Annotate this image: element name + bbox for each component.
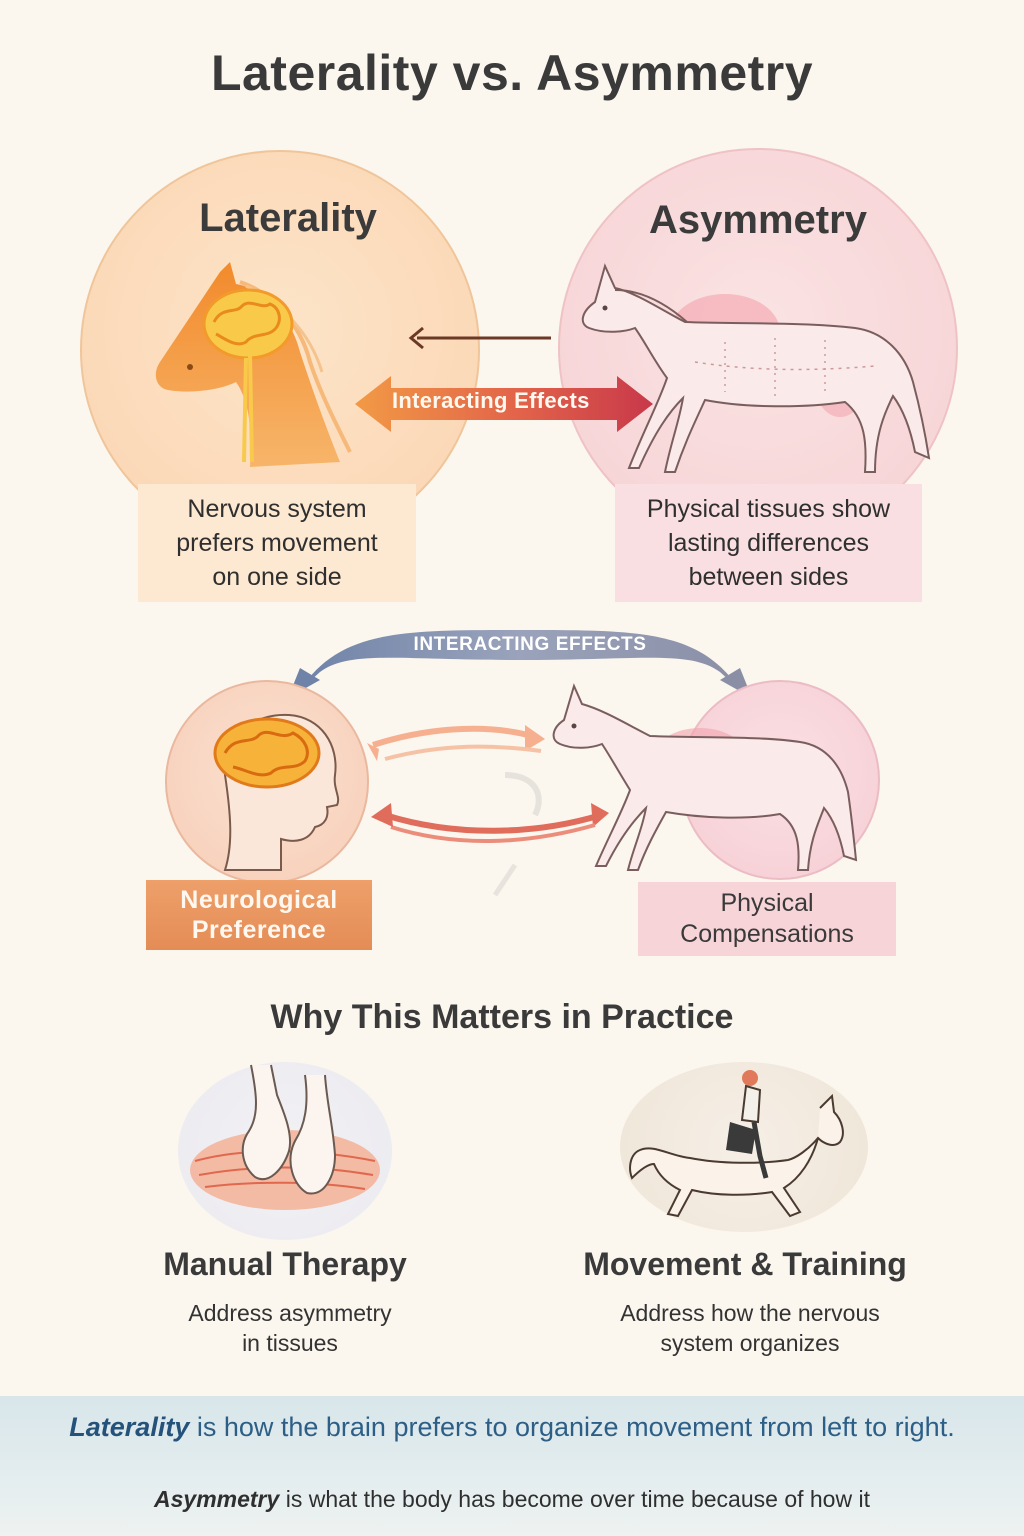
hands-massage-icon bbox=[190, 1064, 380, 1210]
laterality-desc-line: prefers movement bbox=[176, 529, 378, 557]
footer-band bbox=[0, 1396, 1024, 1536]
card-desc-line: Address asymmetry bbox=[188, 1300, 392, 1326]
asymmetry-desc-line: between sides bbox=[688, 563, 849, 591]
asymmetry-description: Physical tissues show lasting difference… bbox=[615, 484, 922, 602]
footer-text: is what the body has become over time be… bbox=[279, 1486, 870, 1512]
laterality-desc-line: Nervous system bbox=[187, 495, 367, 523]
footer-line-laterality: Laterality is how the brain prefers to o… bbox=[60, 1410, 964, 1444]
interacting-effects-label: Interacting Effects bbox=[392, 388, 590, 413]
tag-line: Preference bbox=[191, 916, 327, 944]
laterality-heading: Laterality bbox=[199, 196, 377, 240]
training-desc: Address how the nervous system organizes bbox=[585, 1298, 915, 1358]
asymmetry-desc-line: lasting differences bbox=[667, 529, 870, 557]
card-desc-line: system organizes bbox=[660, 1330, 840, 1356]
training-title: Movement & Training bbox=[583, 1246, 907, 1282]
tag-line: Physical bbox=[720, 889, 814, 917]
card-desc-line: Address how the nervous bbox=[620, 1300, 880, 1326]
page-title: Laterality vs. Asymmetry bbox=[210, 45, 814, 101]
manual-therapy-desc: Address asymmetry in tissues bbox=[130, 1298, 450, 1358]
tag-line: Compensations bbox=[680, 920, 854, 948]
asymmetry-desc-line: Physical tissues show bbox=[646, 495, 891, 523]
neurological-preference-tag: Neurological Preference bbox=[146, 880, 372, 950]
footer-line-asymmetry: Asymmetry is what the body has become ov… bbox=[0, 1486, 1024, 1513]
footer-text: is how the brain prefers to organize mov… bbox=[189, 1412, 955, 1442]
horse-rider-icon bbox=[629, 1070, 844, 1218]
footer-term-asymmetry: Asymmetry bbox=[154, 1486, 280, 1512]
horse-head-brain-icon bbox=[155, 262, 352, 467]
head-brain-icon bbox=[213, 713, 340, 871]
tag-line: Neurological bbox=[180, 886, 338, 914]
laterality-description: Nervous system prefers movement on one s… bbox=[138, 484, 416, 602]
physical-compensations-tag: Physical Compensations bbox=[638, 882, 896, 956]
interacting-effects-title: INTERACTING EFFECTS bbox=[413, 634, 647, 655]
card-desc-line: in tissues bbox=[242, 1330, 338, 1356]
interacting-effects-arrow bbox=[355, 376, 653, 432]
asymmetry-heading: Asymmetry bbox=[649, 198, 867, 242]
arrow-left-icon bbox=[408, 326, 551, 350]
horse-compensation-icon bbox=[552, 683, 858, 871]
manual-therapy-title: Manual Therapy bbox=[163, 1246, 407, 1282]
footer-term-laterality: Laterality bbox=[69, 1412, 190, 1442]
feedback-arrows bbox=[367, 725, 609, 897]
horse-body-icon bbox=[581, 263, 931, 473]
laterality-desc-line: on one side bbox=[212, 563, 342, 591]
practice-heading: Why This Matters in Practice bbox=[270, 998, 734, 1036]
